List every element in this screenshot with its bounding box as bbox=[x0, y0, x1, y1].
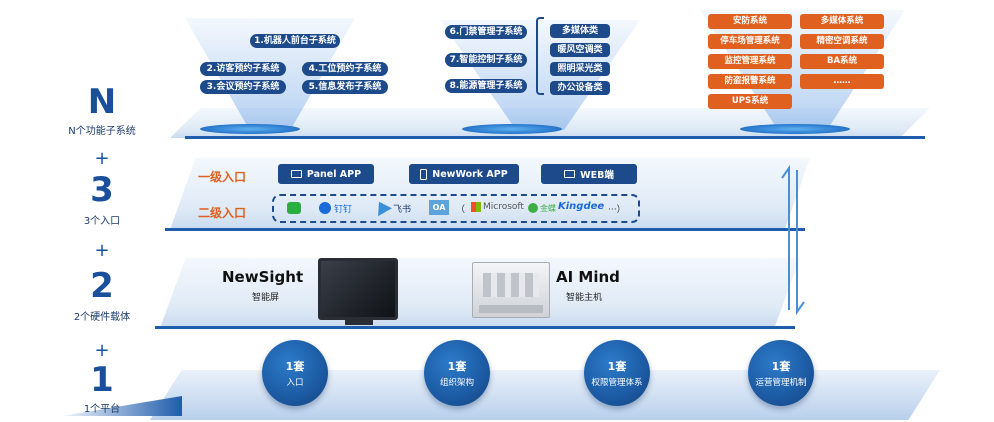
subsystem-pill: 2.访客预约子系统 bbox=[200, 62, 286, 76]
category-pill: 多媒体类 bbox=[550, 24, 610, 38]
platform-circle-entry: 1套 入口 bbox=[262, 340, 328, 406]
system-tag: BA系统 bbox=[800, 54, 884, 69]
wechat-icon bbox=[287, 202, 301, 214]
kingdee-icon bbox=[528, 203, 538, 213]
subsystem-pill: 6.门禁管理子系统 bbox=[445, 25, 527, 39]
system-tag: 安防系统 bbox=[708, 14, 792, 29]
smart-screen-device bbox=[318, 258, 398, 325]
layer-n-edge bbox=[185, 136, 925, 139]
host-base bbox=[479, 305, 543, 313]
level-2-caption: 2个硬件载体 bbox=[73, 312, 131, 323]
monitor-icon bbox=[290, 170, 302, 178]
level-1-number: 1 bbox=[90, 360, 114, 400]
system-tag: UPS系统 bbox=[708, 94, 792, 109]
circle-bottom: 权限管理体系 bbox=[591, 378, 643, 388]
circle-top: 1套 bbox=[607, 360, 627, 373]
newsight-sub: 智能屏 bbox=[252, 293, 280, 303]
microsoft-label: Microsoft bbox=[483, 202, 524, 212]
circle-top: 1套 bbox=[771, 360, 791, 373]
screen-stand bbox=[345, 320, 373, 325]
plus-sign: + bbox=[94, 148, 110, 169]
app-panel-button[interactable]: Panel APP bbox=[278, 164, 374, 184]
bidirectional-arrow-icon bbox=[781, 164, 805, 316]
subsystem-pill: 5.信息发布子系统 bbox=[302, 80, 388, 94]
layer-2-edge bbox=[155, 326, 795, 329]
subsystem-pill: 1.机器人前台子系统 bbox=[250, 34, 340, 48]
subsystem-pill: 4.工位预约子系统 bbox=[302, 62, 388, 76]
microsoft-icon bbox=[471, 202, 481, 212]
paren-close: ···） bbox=[608, 205, 626, 215]
newsight-brand: NewSight bbox=[222, 268, 304, 286]
aimind-brand: AI Mind bbox=[556, 268, 620, 286]
level-3-number: 3 bbox=[90, 170, 114, 210]
category-pill: 办公设备类 bbox=[550, 81, 610, 95]
plus-sign: + bbox=[94, 240, 110, 261]
circle-top: 1套 bbox=[447, 360, 467, 373]
entry-level2-label: 二级入口 bbox=[198, 206, 247, 220]
system-tag: 监控管理系统 bbox=[708, 54, 792, 69]
category-pill: 照明采光类 bbox=[550, 62, 610, 76]
phone-icon bbox=[420, 168, 428, 180]
kingdee-label-cn: 金蝶 bbox=[540, 204, 556, 213]
subsystem-pill: 7.智能控制子系统 bbox=[445, 53, 527, 67]
disc-right bbox=[740, 124, 850, 134]
category-pill: 暖风空调类 bbox=[550, 43, 610, 57]
app-newwork-button[interactable]: NewWork APP bbox=[409, 164, 519, 184]
platform-circle-operations: 1套 运营管理机制 bbox=[748, 340, 814, 406]
level-3-caption: 3个入口 bbox=[83, 216, 121, 227]
kingdee-label: Kingdee bbox=[558, 201, 605, 212]
disc-left bbox=[200, 124, 300, 134]
level-2-number: 2 bbox=[90, 266, 114, 306]
disc-mid bbox=[462, 124, 562, 134]
host-panel bbox=[483, 273, 539, 297]
level-1-caption: 1个平台 bbox=[83, 404, 121, 415]
circle-bottom: 组织架构 bbox=[439, 378, 474, 388]
platform-circle-permissions: 1套 权限管理体系 bbox=[584, 340, 650, 406]
feishu-label: 飞书 bbox=[393, 205, 412, 215]
level-n-caption: N个功能子系统 bbox=[68, 126, 136, 137]
system-tag: 停车场管理系统 bbox=[708, 34, 792, 49]
plus-sign: + bbox=[94, 340, 110, 361]
dingtalk-label: 钉钉 bbox=[334, 205, 353, 215]
oa-icon: OA bbox=[429, 200, 449, 215]
app-web-button[interactable]: WEB端 bbox=[541, 164, 637, 184]
layer-3-edge bbox=[165, 228, 805, 231]
platform-circle-org: 1套 组织架构 bbox=[424, 340, 490, 406]
app-label: Panel APP bbox=[306, 168, 362, 180]
system-tag: …… bbox=[800, 74, 884, 89]
system-tag: 多媒体系统 bbox=[800, 14, 884, 29]
entry-level1-label: 一级入口 bbox=[198, 170, 247, 184]
monitor-icon bbox=[564, 170, 576, 178]
oa-label: OA bbox=[432, 203, 446, 212]
paren-open: （ bbox=[456, 205, 466, 215]
subsystem-pill: 8.能源管理子系统 bbox=[445, 79, 527, 93]
circle-top: 1套 bbox=[285, 360, 305, 373]
integration-box bbox=[272, 194, 640, 223]
aimind-sub: 智能主机 bbox=[566, 293, 603, 303]
smart-host-device bbox=[472, 262, 550, 318]
category-bracket bbox=[536, 17, 544, 95]
dingtalk-icon bbox=[319, 202, 331, 214]
circle-bottom: 运营管理机制 bbox=[755, 378, 807, 388]
level-n-number: N bbox=[87, 82, 117, 122]
circle-bottom: 入口 bbox=[286, 378, 304, 388]
app-label: WEB端 bbox=[580, 170, 614, 181]
system-tag: 防盗报警系统 bbox=[708, 74, 792, 89]
app-label: NewWork APP bbox=[432, 168, 508, 180]
system-tag: 精密空调系统 bbox=[800, 34, 884, 49]
subsystem-pill: 3.会议预约子系统 bbox=[200, 80, 286, 94]
